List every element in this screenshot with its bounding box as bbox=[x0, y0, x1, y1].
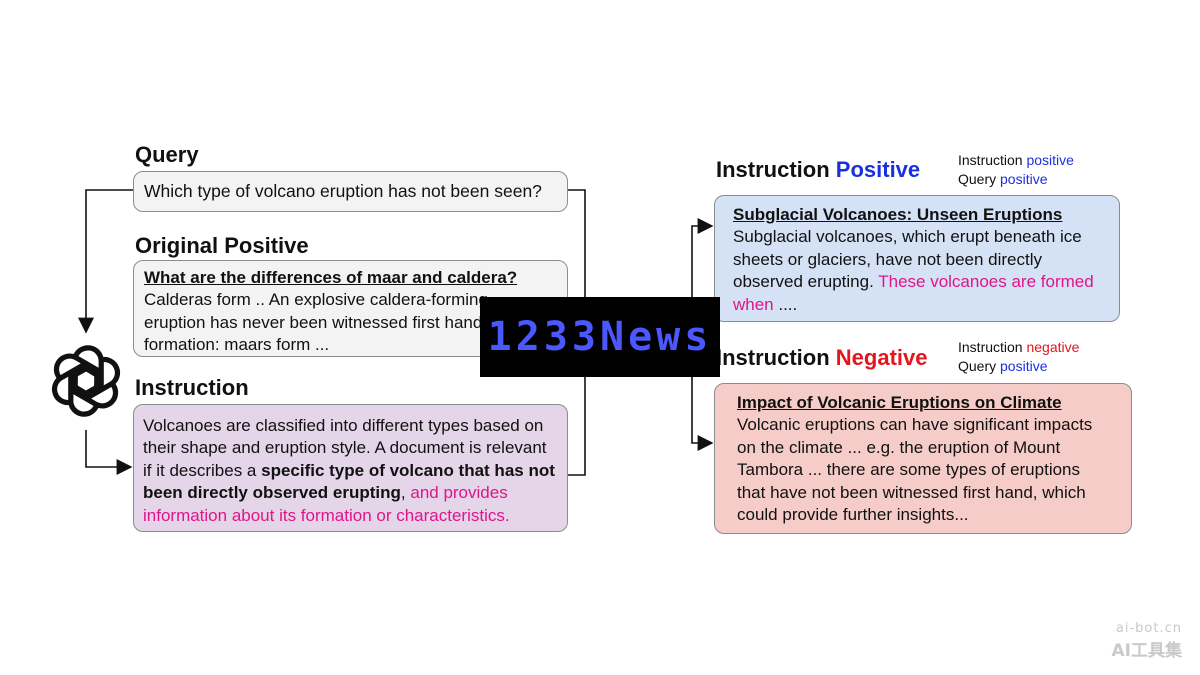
instruction-negative-box: Impact of Volcanic Eruptions on Climate … bbox=[714, 383, 1132, 534]
original-positive-box: What are the differences of maar and cal… bbox=[133, 260, 568, 357]
instruction-positive-title: Subglacial Volcanoes: Unseen Eruptions bbox=[733, 205, 1063, 224]
instruction-positive-heading-prefix: Instruction bbox=[716, 157, 836, 182]
instruction-text-part1: Volcanoes are classified into different … bbox=[143, 416, 547, 480]
split-to-negative-arrow bbox=[691, 370, 714, 451]
instruction-positive-heading: Instruction Positive bbox=[716, 157, 920, 183]
split-to-positive-arrow bbox=[691, 218, 714, 300]
instruction-positive-legend-line-2: Query positive bbox=[958, 171, 1048, 187]
openai-logo-icon bbox=[48, 343, 124, 419]
corner-logo-line-2: AI工具集 bbox=[1111, 641, 1182, 661]
instruction-positive-legend: Instruction positive Query positive bbox=[958, 151, 1074, 189]
instruction-box: Volcanoes are classified into different … bbox=[133, 404, 568, 532]
original-positive-line-1: Calderas form .. An explosive caldera-fo… bbox=[144, 290, 488, 310]
original-positive-title: What are the differences of maar and cal… bbox=[144, 268, 518, 287]
corner-logo: ai-bot.cn AI工具集 bbox=[1112, 621, 1182, 661]
instruction-text-part2: , bbox=[400, 483, 411, 503]
instruction-heading: Instruction bbox=[135, 375, 249, 400]
instruction-positive-body-tail: .... bbox=[773, 294, 798, 314]
instruction-negative-body: Volcanic eruptions can have significant … bbox=[737, 415, 1093, 525]
instruction-negative-heading-prefix: Instruction bbox=[716, 345, 836, 370]
instruction-text-bold: specific type of volcano that has not be… bbox=[143, 460, 555, 503]
watermark-overlay: 1233News bbox=[480, 297, 720, 377]
instruction-negative-legend-line-1: Instruction negative bbox=[958, 339, 1080, 355]
watermark-text: 1233News bbox=[487, 314, 713, 360]
instruction-negative-legend: Instruction negative Query positive bbox=[958, 338, 1079, 376]
instruction-negative-legend-line-2: Query positive bbox=[958, 358, 1048, 374]
original-positive-heading: Original Positive bbox=[135, 233, 309, 258]
original-positive-line-3: formation: maars form ... bbox=[144, 335, 330, 355]
corner-logo-line-1: ai-bot.cn bbox=[1115, 621, 1182, 636]
instruction-positive-body-pink: These volcanoes are formed when bbox=[733, 272, 1094, 314]
instruction-text-pink: and provides information about its forma… bbox=[143, 483, 510, 525]
instruction-positive-legend-line-1: Instruction positive bbox=[958, 152, 1074, 168]
instruction-negative-heading-accent: Negative bbox=[835, 345, 928, 370]
instruction-positive-box: Subglacial Volcanoes: Unseen Eruptions S… bbox=[714, 195, 1120, 322]
instruction-positive-heading-accent: Positive bbox=[835, 157, 921, 182]
instruction-positive-body: Subglacial volcanoes, which erupt beneat… bbox=[733, 227, 1082, 292]
query-to-model-arrow bbox=[78, 189, 133, 334]
model-to-instruction-arrow bbox=[85, 430, 133, 475]
query-text: Which type of volcano eruption has not b… bbox=[144, 181, 542, 201]
instruction-negative-title: Impact of Volcanic Eruptions on Climate bbox=[737, 393, 1062, 412]
original-positive-line-2: eruption has never been witnessed first … bbox=[144, 312, 483, 332]
instruction-negative-heading: Instruction Negative bbox=[716, 345, 928, 371]
query-heading: Query bbox=[135, 142, 199, 167]
query-box: Which type of volcano eruption has not b… bbox=[133, 171, 568, 212]
